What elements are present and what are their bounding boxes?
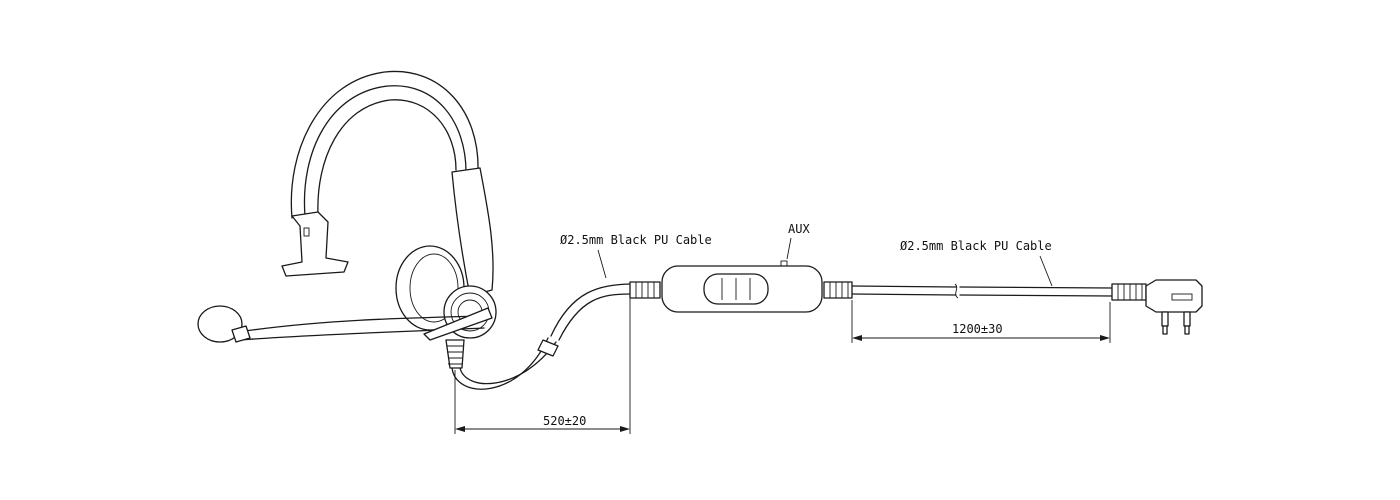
headband <box>290 70 479 219</box>
ear-cup <box>395 245 497 339</box>
boom-microphone <box>197 305 493 343</box>
inline-control-box <box>629 260 853 313</box>
radio-connector <box>1111 279 1203 335</box>
dimension-label-left: 520±20 <box>543 414 586 428</box>
cable-label-right: Ø2.5mm Black PU Cable <box>900 239 1052 253</box>
dimension-right <box>851 300 1111 343</box>
radio-cable <box>851 283 1113 299</box>
leader-lines <box>597 237 1053 287</box>
dimension-label-right: 1200±30 <box>952 322 1003 336</box>
aux-label: AUX <box>788 222 810 236</box>
headset-cable <box>445 283 631 390</box>
cable-label-left: Ø2.5mm Black PU Cable <box>560 233 712 247</box>
headband-arm <box>451 167 494 297</box>
headband-pad <box>281 211 349 277</box>
dimension-left <box>454 298 631 434</box>
